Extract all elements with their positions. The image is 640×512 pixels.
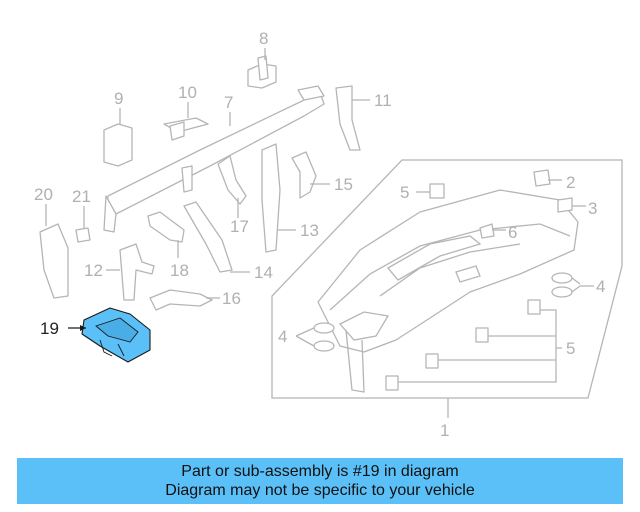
callout-1: 1 (440, 421, 449, 440)
callout-labels: 1 2 3 4 4 5 5 6 7 8 9 10 11 12 13 14 15 … (34, 29, 605, 440)
info-banner: Part or sub-assembly is #19 in diagram D… (17, 458, 623, 504)
part-9 (103, 108, 133, 167)
callout-8: 8 (259, 29, 268, 48)
callout-19: 19 (40, 319, 59, 338)
part-10 (163, 102, 209, 141)
banner-line-2: Diagram may not be specific to your vehi… (165, 482, 475, 499)
callout-11: 11 (374, 91, 392, 110)
part-19-highlighted (68, 307, 151, 363)
part-7-cross-beam (103, 85, 325, 233)
callout-15: 15 (334, 175, 353, 194)
callout-6: 6 (508, 223, 517, 242)
part-8 (247, 48, 277, 89)
part-12 (106, 243, 155, 301)
callout-4-left: 4 (278, 327, 287, 346)
dashboard-assembly (271, 159, 623, 418)
callout-18: 18 (170, 261, 189, 280)
parts-diagram: 1 2 3 4 4 5 5 6 7 8 9 10 11 12 13 14 15 … (34, 29, 623, 440)
callout-17: 17 (230, 217, 249, 236)
part-14 (183, 201, 250, 273)
banner-line-1: Part or sub-assembly is #19 in diagram (181, 463, 459, 480)
part-13 (261, 143, 296, 253)
callout-20: 20 (34, 185, 53, 204)
callout-3: 3 (588, 199, 597, 218)
callout-4-right: 4 (596, 277, 605, 296)
callout-21: 21 (72, 187, 91, 206)
part-18 (147, 211, 185, 258)
part-11 (335, 85, 370, 151)
callout-5-top: 5 (400, 183, 409, 202)
part-20 (39, 204, 69, 299)
callout-9: 9 (114, 89, 123, 108)
callout-12: 12 (84, 261, 103, 280)
callout-10: 10 (178, 83, 197, 102)
callout-13: 13 (300, 221, 319, 240)
part-15 (291, 151, 330, 199)
callout-7: 7 (224, 93, 233, 112)
part-16 (149, 289, 220, 311)
callout-16: 16 (222, 289, 241, 308)
callout-5-right: 5 (566, 339, 575, 358)
part-17 (217, 155, 247, 218)
callout-14: 14 (254, 263, 273, 282)
part-21 (75, 206, 91, 243)
callout-2: 2 (566, 173, 575, 192)
